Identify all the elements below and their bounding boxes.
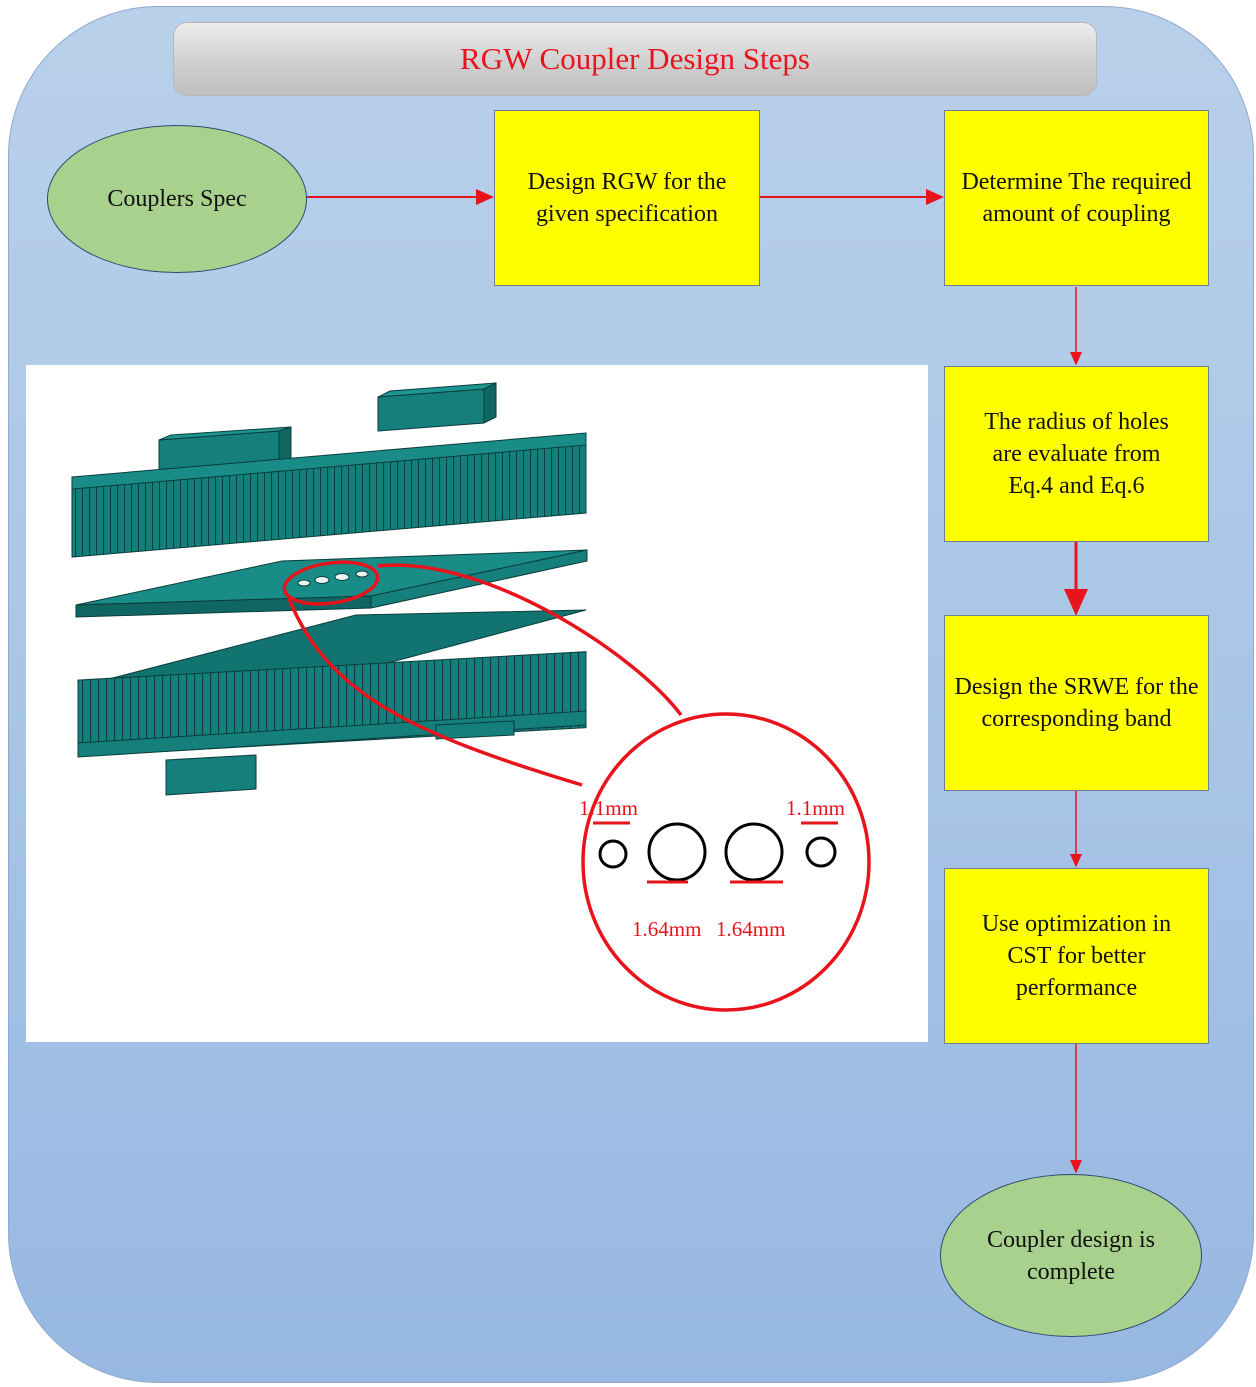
node-design-rgw: Design RGW for the given specification xyxy=(494,110,760,286)
label-small-hole-right: 1.1mm xyxy=(786,796,845,820)
label-small-hole-left: 1.1mm xyxy=(579,796,638,820)
zoom-callout xyxy=(282,560,871,1012)
node-determine-coupling-label: Determine The required amount of couplin… xyxy=(961,169,1192,227)
node-design-complete-label: Coupler design is complete xyxy=(987,1226,1155,1285)
node-design-rgw-label: Design RGW for the given specification xyxy=(527,169,727,227)
dimension-bars xyxy=(593,821,838,884)
diagram-title: RGW Coupler Design Steps xyxy=(460,41,810,76)
node-couplers-spec-label: Couplers Spec xyxy=(107,186,247,212)
node-couplers-spec: Couplers Spec xyxy=(47,125,307,273)
title-bar: RGW Coupler Design Steps xyxy=(173,22,1097,96)
node-optimization: Use optimization in CST for better perfo… xyxy=(944,868,1209,1044)
node-design-srwe: Design the SRWE for the corresponding ba… xyxy=(944,615,1209,791)
node-design-srwe-label: Design the SRWE for the corresponding ba… xyxy=(954,674,1199,732)
coupler-structure-drawing: 1.1mm 1.1mm 1.64mm 1.64mm xyxy=(71,382,871,1012)
coupler-structure-figure: 1.1mm 1.1mm 1.64mm 1.64mm xyxy=(26,365,928,1042)
node-optimization-label: Use optimization in CST for better perfo… xyxy=(981,911,1172,1001)
middle-plate xyxy=(75,549,588,618)
node-determine-coupling: Determine The required amount of couplin… xyxy=(944,110,1209,286)
top-plate xyxy=(71,382,587,558)
node-design-complete: Coupler design is complete xyxy=(940,1174,1202,1337)
node-radius-holes: The radius of holes are evaluate from Eq… xyxy=(944,366,1209,542)
label-large-hole-right: 1.64mm xyxy=(716,917,785,941)
hole-circles xyxy=(598,822,837,882)
bottom-plate xyxy=(77,609,587,796)
node-radius-holes-label: The radius of holes are evaluate from Eq… xyxy=(984,409,1169,499)
label-large-hole-left: 1.64mm xyxy=(632,917,701,941)
